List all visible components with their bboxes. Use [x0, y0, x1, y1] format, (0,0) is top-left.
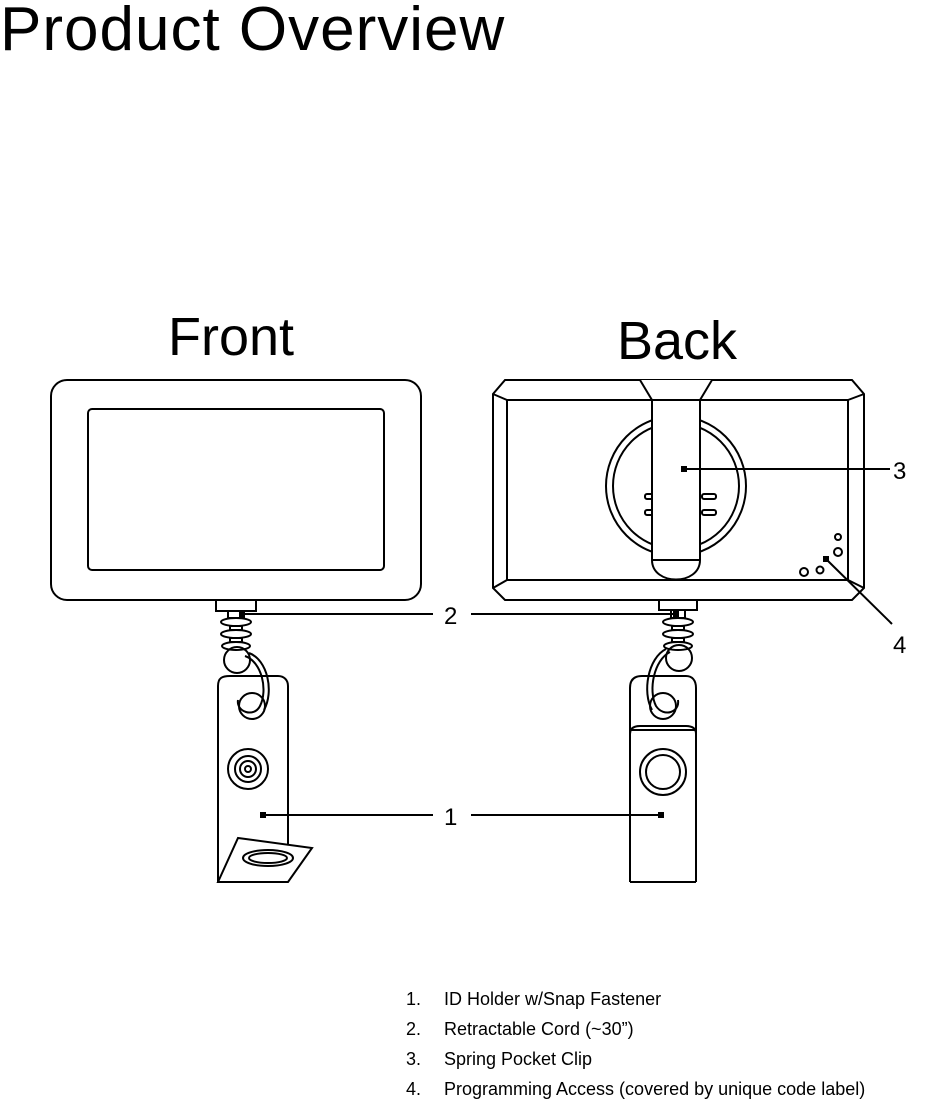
spring-pocket-clip [639, 379, 713, 581]
legend-item: 1. ID Holder w/Snap Fastener [406, 984, 865, 1014]
front-ball-joint [223, 646, 251, 674]
back-device [492, 379, 865, 883]
back-badge-body [492, 379, 865, 601]
legend-item: 2. Retractable Cord (~30”) [406, 1014, 865, 1044]
front-snap-fastener [227, 748, 269, 790]
back-id-holder [629, 675, 697, 883]
callout-1: 1 [444, 804, 457, 831]
front-cord-beads [220, 610, 252, 651]
back-view-label: Back [617, 311, 738, 371]
callout-3: 3 [893, 458, 906, 485]
back-cord-housing [658, 599, 698, 611]
callout-leaders [239, 466, 893, 818]
front-display-window [87, 408, 385, 571]
front-cord-housing [215, 599, 257, 612]
back-snap-fastener [639, 748, 687, 796]
front-view-label: Front [168, 307, 295, 367]
legend-number: 1. [406, 989, 422, 1009]
legend-number: 3. [406, 1049, 422, 1069]
back-cord-beads [662, 609, 694, 651]
legend-item: 3. Spring Pocket Clip [406, 1044, 865, 1074]
legend-label: ID Holder w/Snap Fastener [444, 989, 662, 1009]
callout-2: 2 [444, 603, 457, 630]
front-split-ring [236, 655, 265, 714]
legend-label: Spring Pocket Clip [444, 1049, 593, 1069]
legend-number: 4. [406, 1079, 422, 1099]
legend-item: 4. Programming Access (covered by unique… [406, 1074, 865, 1104]
back-split-ring [651, 651, 680, 714]
callout-4: 4 [893, 632, 906, 659]
back-ball-joint [665, 644, 693, 672]
front-id-holder [216, 675, 314, 883]
front-device [50, 379, 422, 883]
legend-label: Retractable Cord (~30”) [444, 1019, 634, 1039]
legend-label: Programming Access (covered by unique co… [444, 1079, 866, 1099]
programming-access-holes [799, 533, 843, 577]
page-title: Product Overview [0, 0, 506, 64]
front-badge-body [50, 379, 422, 601]
legend-number: 2. [406, 1019, 422, 1039]
parts-legend: 1. ID Holder w/Snap Fastener 2. Retracta… [406, 984, 865, 1104]
